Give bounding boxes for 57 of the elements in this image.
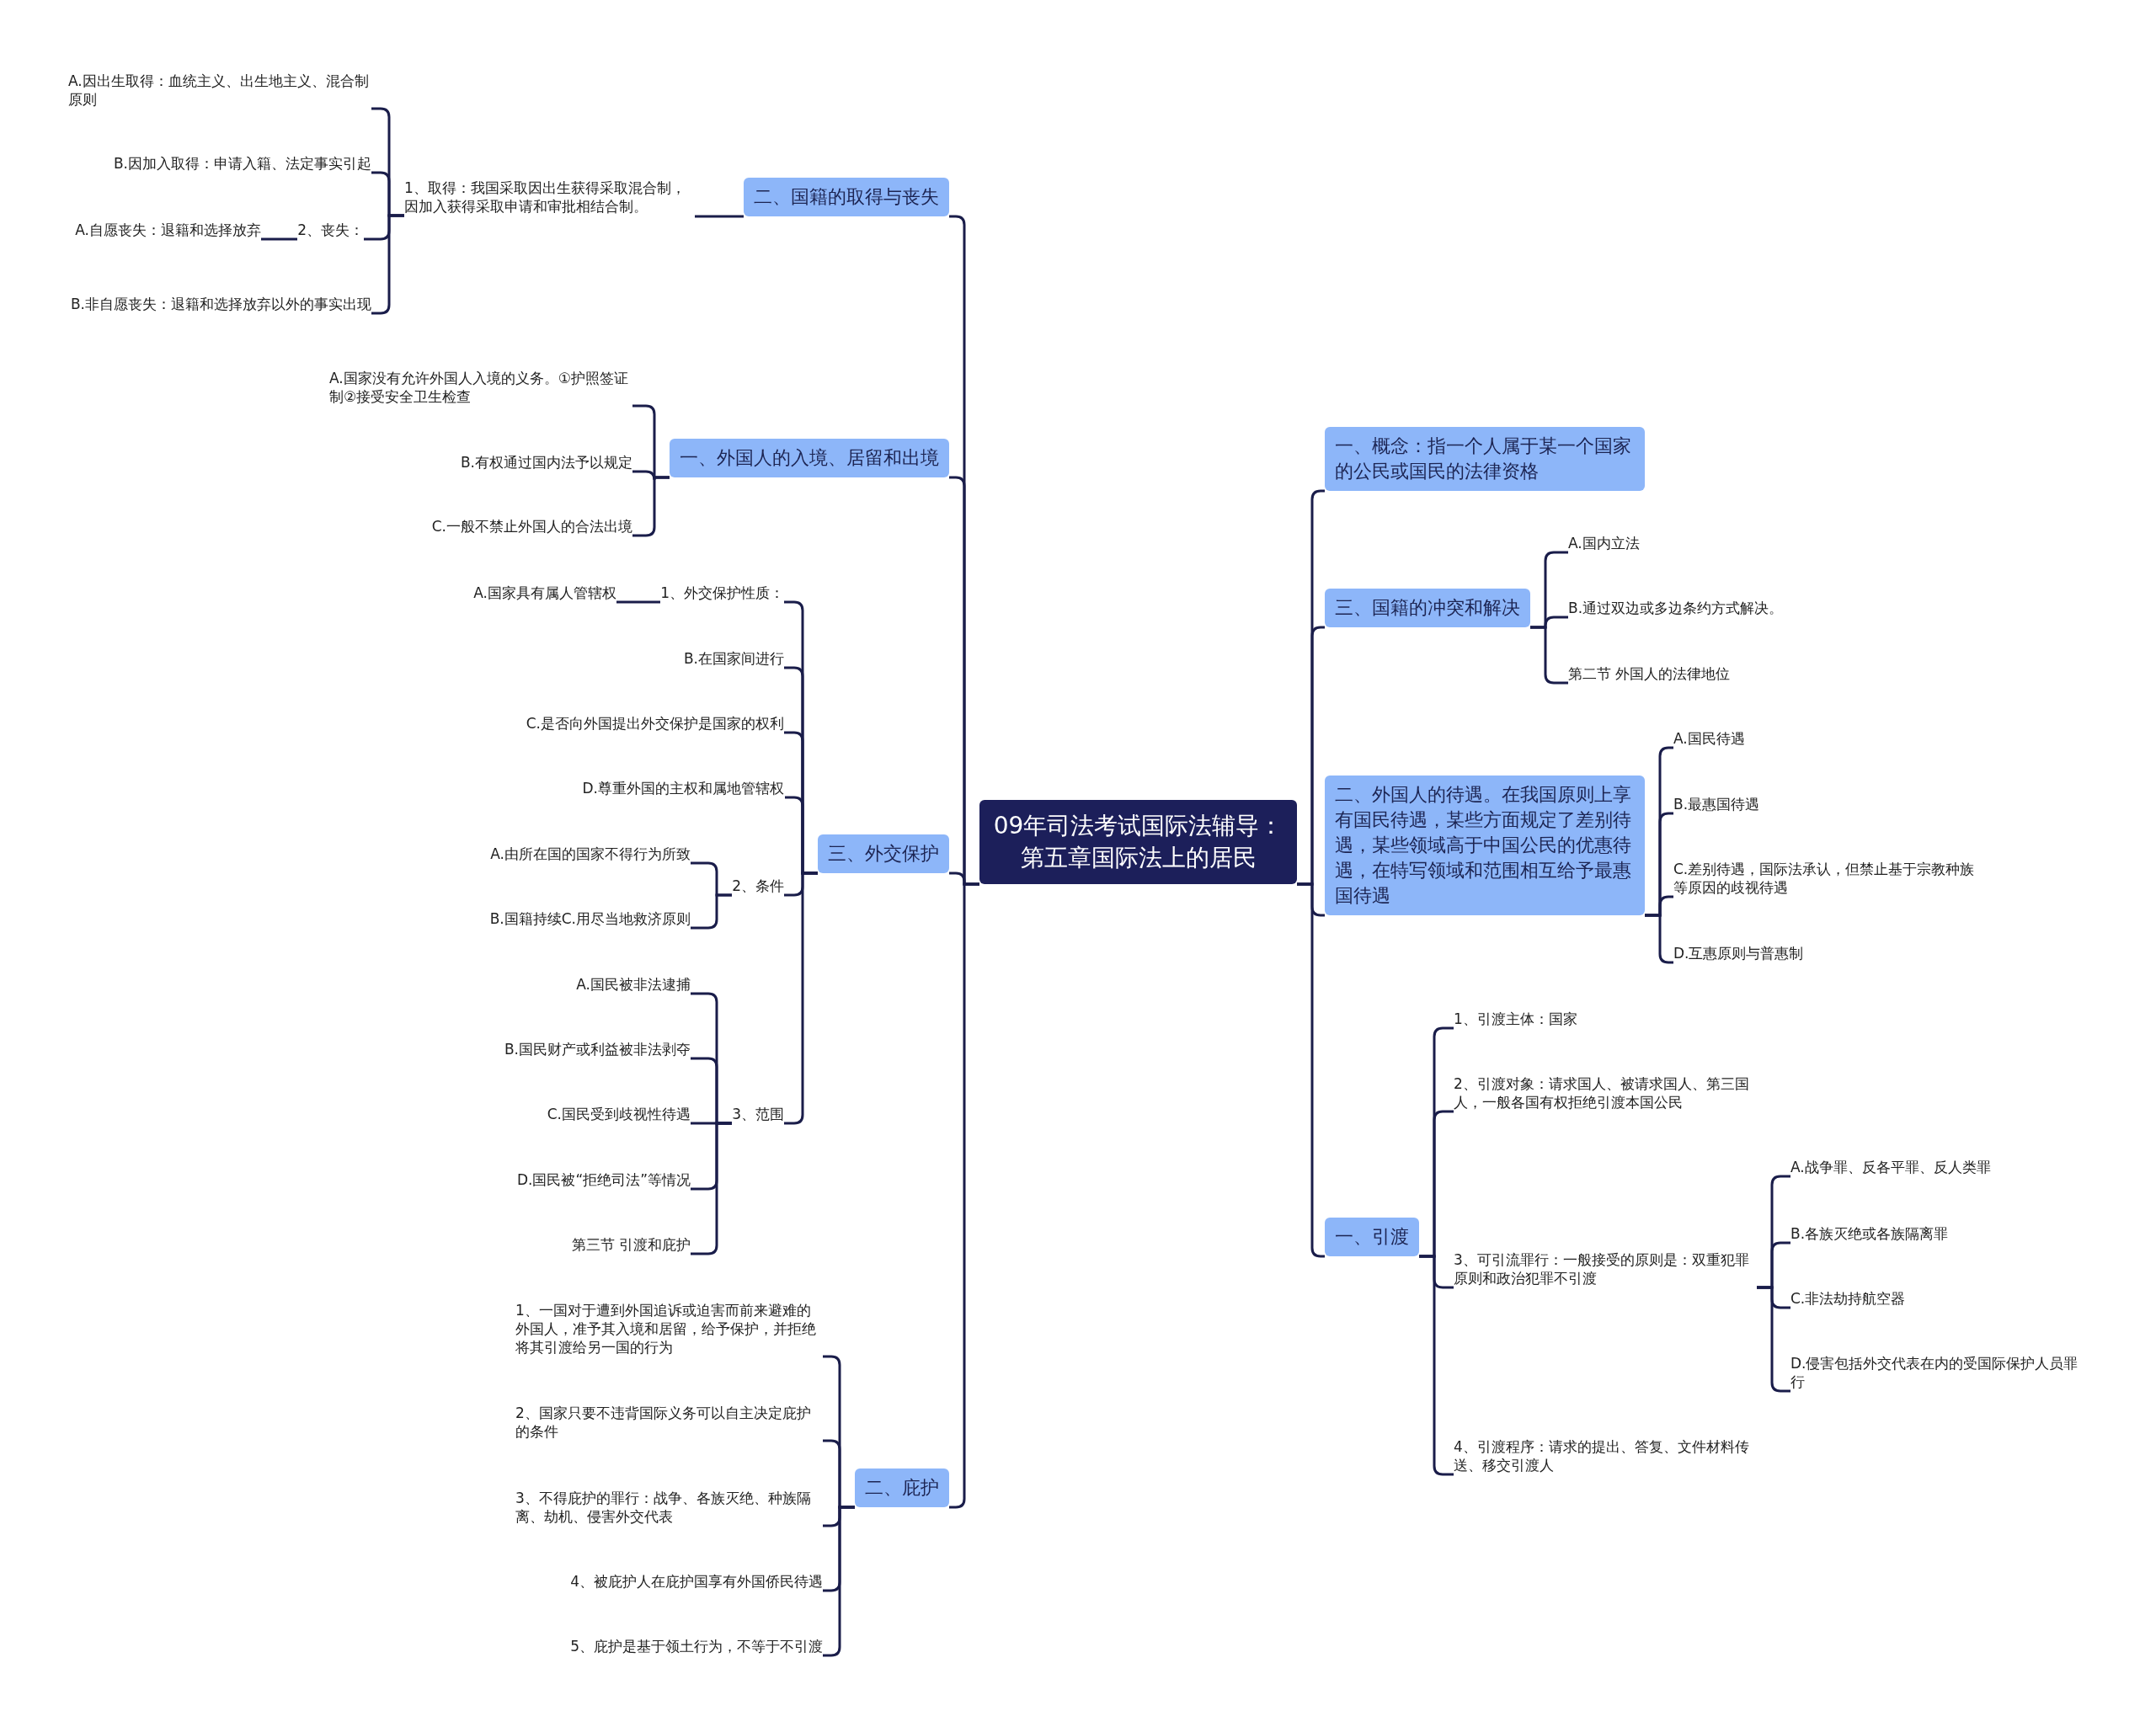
topic-box: 三、外交保护 — [818, 834, 949, 873]
subtopic-text: B.因加入取得：申请入籍、法定事实引起 — [113, 154, 371, 173]
subtopic-text: A.因出生取得：血统主义、出生地主义、混合制原则 — [68, 72, 371, 109]
subtopic-text: B.最惠国待遇 — [1673, 795, 1760, 813]
topic-box: 二、国籍的取得与丧失 — [744, 178, 949, 216]
subtopic-text: A.国民待遇 — [1673, 729, 1745, 748]
connector-line — [261, 237, 297, 241]
topic-box: 一、概念：指一个人属于某一个国家的公民或国民的法律资格 — [1325, 427, 1645, 491]
subtopic-text: 1、一国对于遭到外国追诉或迫害而前来避难的外国人，准予其入境和居留，给予保护，并拒绝将其引渡给另一国的行为 — [515, 1301, 823, 1357]
subtopic-text: C.一般不禁止外国人的合法出境 — [431, 517, 632, 536]
subtopic-text: 2、丧失： — [297, 221, 364, 239]
subtopic-text: 2、国家只要不违背国际义务可以自主决定庇护的条件 — [515, 1404, 823, 1441]
topic-box: 一、引渡 — [1325, 1218, 1419, 1256]
subtopic-text: 3、可引流罪行：一般接受的原则是：双重犯罪原则和政治犯罪不引渡 — [1454, 1250, 1757, 1287]
subtopic-text: A.国内立法 — [1568, 534, 1640, 552]
subtopic-text: C.是否向外国提出外交保护是国家的权利 — [526, 714, 784, 733]
subtopic-text: A.国民被非法逮捕 — [576, 975, 691, 994]
subtopic-text: A.由所在国的国家不得行为所致 — [490, 845, 691, 863]
subtopic-text: D.互惠原则与普惠制 — [1673, 944, 1804, 962]
connector-line — [691, 893, 732, 930]
subtopic-text: 第二节 外国人的法律地位 — [1568, 664, 1731, 683]
subtopic-text: 1、取得：我国采取因出生获得采取混合制，因加入获得采取申请和审批相结合制。 — [404, 179, 695, 216]
subtopic-text: B.在国家间进行 — [683, 649, 784, 668]
subtopic-text: A.国家具有属人管辖权 — [473, 584, 616, 602]
subtopic-text: 4、引渡程序：请求的提出、答复、文件材料传送、移交引渡人 — [1454, 1437, 1757, 1474]
subtopic-text: 3、不得庇护的罪行：战争、各族灭绝、种族隔离、劫机、侵害外交代表 — [515, 1489, 823, 1526]
subtopic-text: A.自愿丧失：退籍和选择放弃 — [75, 221, 261, 239]
subtopic-text: 1、外交保护性质： — [660, 584, 784, 602]
subtopic-text: C.国民受到歧视性待遇 — [547, 1105, 691, 1123]
subtopic-text: C.非法劫持航空器 — [1790, 1289, 1906, 1308]
connector-line — [695, 215, 744, 218]
subtopic-text: B.非自愿丧失：退籍和选择放弃以外的事实出现 — [70, 295, 371, 313]
connector-line — [616, 600, 660, 604]
subtopic-text: 第三节 引渡和庇护 — [571, 1235, 691, 1254]
topic-box: 二、庇护 — [855, 1468, 949, 1507]
subtopic-text: D.侵害包括外交代表在内的受国际保护人员罪行 — [1790, 1354, 2085, 1391]
topic-box: 一、外国人的入境、居留和出境 — [670, 439, 949, 477]
connector-line — [949, 882, 979, 1509]
root-topic-box: 09年司法考试国际法辅导：第五章国际法上的居民 — [979, 800, 1297, 884]
subtopic-text: 2、条件 — [732, 877, 784, 895]
subtopic-text: A.国家没有允许外国人入境的义务。①护照签证制②接受安全卫生检查 — [329, 369, 632, 406]
subtopic-text: B.有权通过国内法予以规定 — [460, 453, 632, 472]
topic-box: 二、外国人的待遇。在我国原则上享有国民待遇，某些方面规定了差别待遇，某些领域高于中国公民的优惠待遇，在特写领域和范围相互给予最惠国待遇 — [1325, 776, 1645, 915]
subtopic-text: A.战争罪、反各平罪、反人类罪 — [1790, 1158, 1991, 1176]
subtopic-text: B.国籍持续C.用尽当地救济原则 — [489, 909, 691, 928]
subtopic-text: 5、庇护是基于领土行为，不等于不引渡 — [570, 1637, 823, 1655]
topic-box: 三、国籍的冲突和解决 — [1325, 589, 1530, 627]
subtopic-text: 1、引渡主体：国家 — [1454, 1010, 1577, 1028]
subtopic-text: 2、引渡对象：请求国人、被请求国人、第三国人，一般各国有权拒绝引渡本国公民 — [1454, 1074, 1757, 1111]
subtopic-text: D.尊重外国的主权和属地管辖权 — [582, 779, 784, 797]
subtopic-text: D.国民被“拒绝司法”等情况 — [516, 1170, 691, 1189]
subtopic-text: 4、被庇护人在庇护国享有外国侨民待遇 — [570, 1572, 823, 1591]
subtopic-text: B.通过双边或多边条约方式解决。 — [1568, 599, 1784, 617]
subtopic-text: B.各族灭绝或各族隔离罪 — [1790, 1224, 1949, 1243]
subtopic-text: 3、范围 — [732, 1105, 784, 1123]
subtopic-text: B.国民财产或利益被非法剥夺 — [504, 1040, 691, 1058]
subtopic-text: C.差别待遇，国际法承认，但禁止基于宗教种族等原因的歧视待遇 — [1673, 860, 1977, 897]
